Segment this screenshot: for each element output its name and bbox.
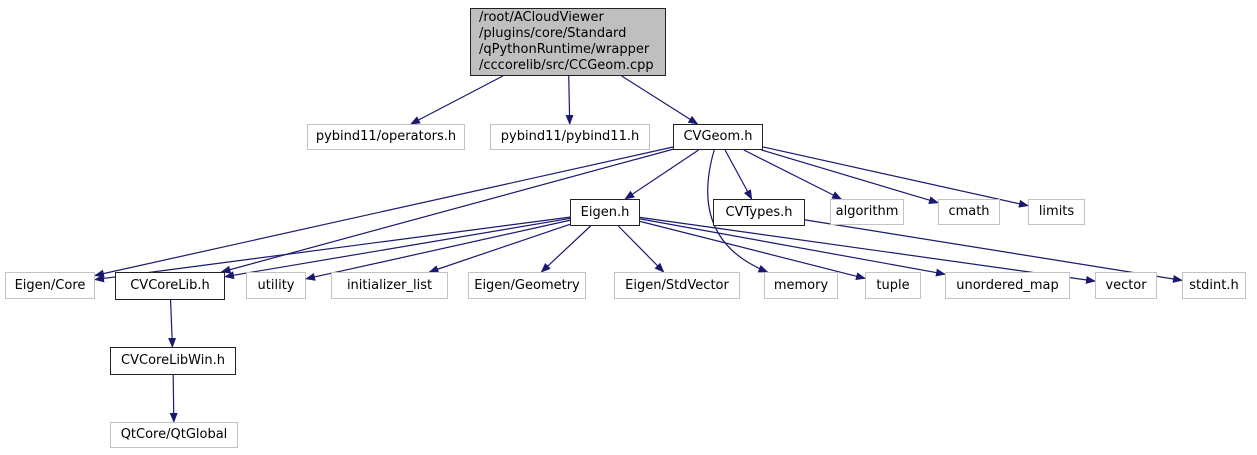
graph-node-cmath: cmath bbox=[938, 199, 1000, 225]
graph-node-pybind_pybind11: pybind11/pybind11.h bbox=[490, 124, 650, 150]
graph-node-cvcorelib[interactable]: CVCoreLib.h bbox=[115, 272, 225, 300]
graph-node-qtglobal: QtCore/QtGlobal bbox=[110, 422, 238, 448]
graph-node-limits: limits bbox=[1028, 199, 1085, 225]
include-edge-eigen_h-to-initializer_list bbox=[428, 223, 571, 273]
graph-node-main: /root/ACloudViewer /plugins/core/Standar… bbox=[470, 8, 666, 76]
include-edge-eigen_h-to-eigen_stdvector bbox=[617, 225, 665, 273]
graph-node-memory: memory bbox=[764, 272, 838, 299]
include-edge-main-to-pybind_pybind11 bbox=[565, 75, 574, 125]
graph-node-eigen_geometry: Eigen/Geometry bbox=[468, 272, 586, 299]
graph-node-pybind_operators: pybind11/operators.h bbox=[307, 124, 465, 150]
include-edge-main-to-pybind_operators bbox=[410, 75, 504, 125]
include-edge-main-to-cvgeom bbox=[621, 75, 699, 125]
graph-node-tuple: tuple bbox=[865, 272, 921, 299]
include-edge-eigen_h-to-eigen_geometry bbox=[540, 225, 591, 273]
include-edge-eigen_h-to-utility bbox=[305, 219, 571, 281]
include-edge-cvgeom-to-cmath bbox=[761, 149, 939, 204]
include-edge-cvgeom-to-limits bbox=[762, 146, 1029, 208]
include-edge-eigen_h-to-cvcorelib bbox=[224, 217, 571, 280]
graph-node-cvgeom[interactable]: CVGeom.h bbox=[673, 124, 763, 150]
graph-node-cvcorelibwin[interactable]: CVCoreLibWin.h bbox=[110, 347, 236, 375]
graph-node-cvtypes[interactable]: CVTypes.h bbox=[713, 199, 805, 226]
include-edge-eigen_h-to-eigen_core bbox=[94, 216, 571, 283]
include-edge-cvcorelibwin-to-qtglobal bbox=[169, 374, 178, 423]
include-edge-cvgeom-to-eigen_h bbox=[624, 149, 699, 200]
include-edge-cvgeom-to-algorithm bbox=[743, 149, 843, 200]
include-edge-eigen_h-to-unordered_map bbox=[639, 218, 946, 277]
graph-node-eigen_core: Eigen/Core bbox=[5, 272, 95, 299]
graph-node-utility: utility bbox=[246, 272, 306, 299]
graph-node-stdint: stdint.h bbox=[1182, 272, 1246, 299]
graph-node-vector: vector bbox=[1095, 272, 1157, 299]
graph-node-eigen_h[interactable]: Eigen.h bbox=[570, 199, 640, 226]
include-edge-cvgeom-to-cvtypes bbox=[724, 149, 753, 200]
graph-node-initializer_list: initializer_list bbox=[331, 272, 448, 299]
graph-node-unordered_map: unordered_map bbox=[945, 272, 1070, 299]
include-edge-cvcorelib-to-cvcorelibwin bbox=[168, 299, 177, 348]
include-edge-eigen_h-to-tuple bbox=[639, 220, 866, 281]
graph-node-algorithm: algorithm bbox=[830, 199, 904, 225]
graph-node-eigen_stdvector: Eigen/StdVector bbox=[614, 272, 740, 299]
